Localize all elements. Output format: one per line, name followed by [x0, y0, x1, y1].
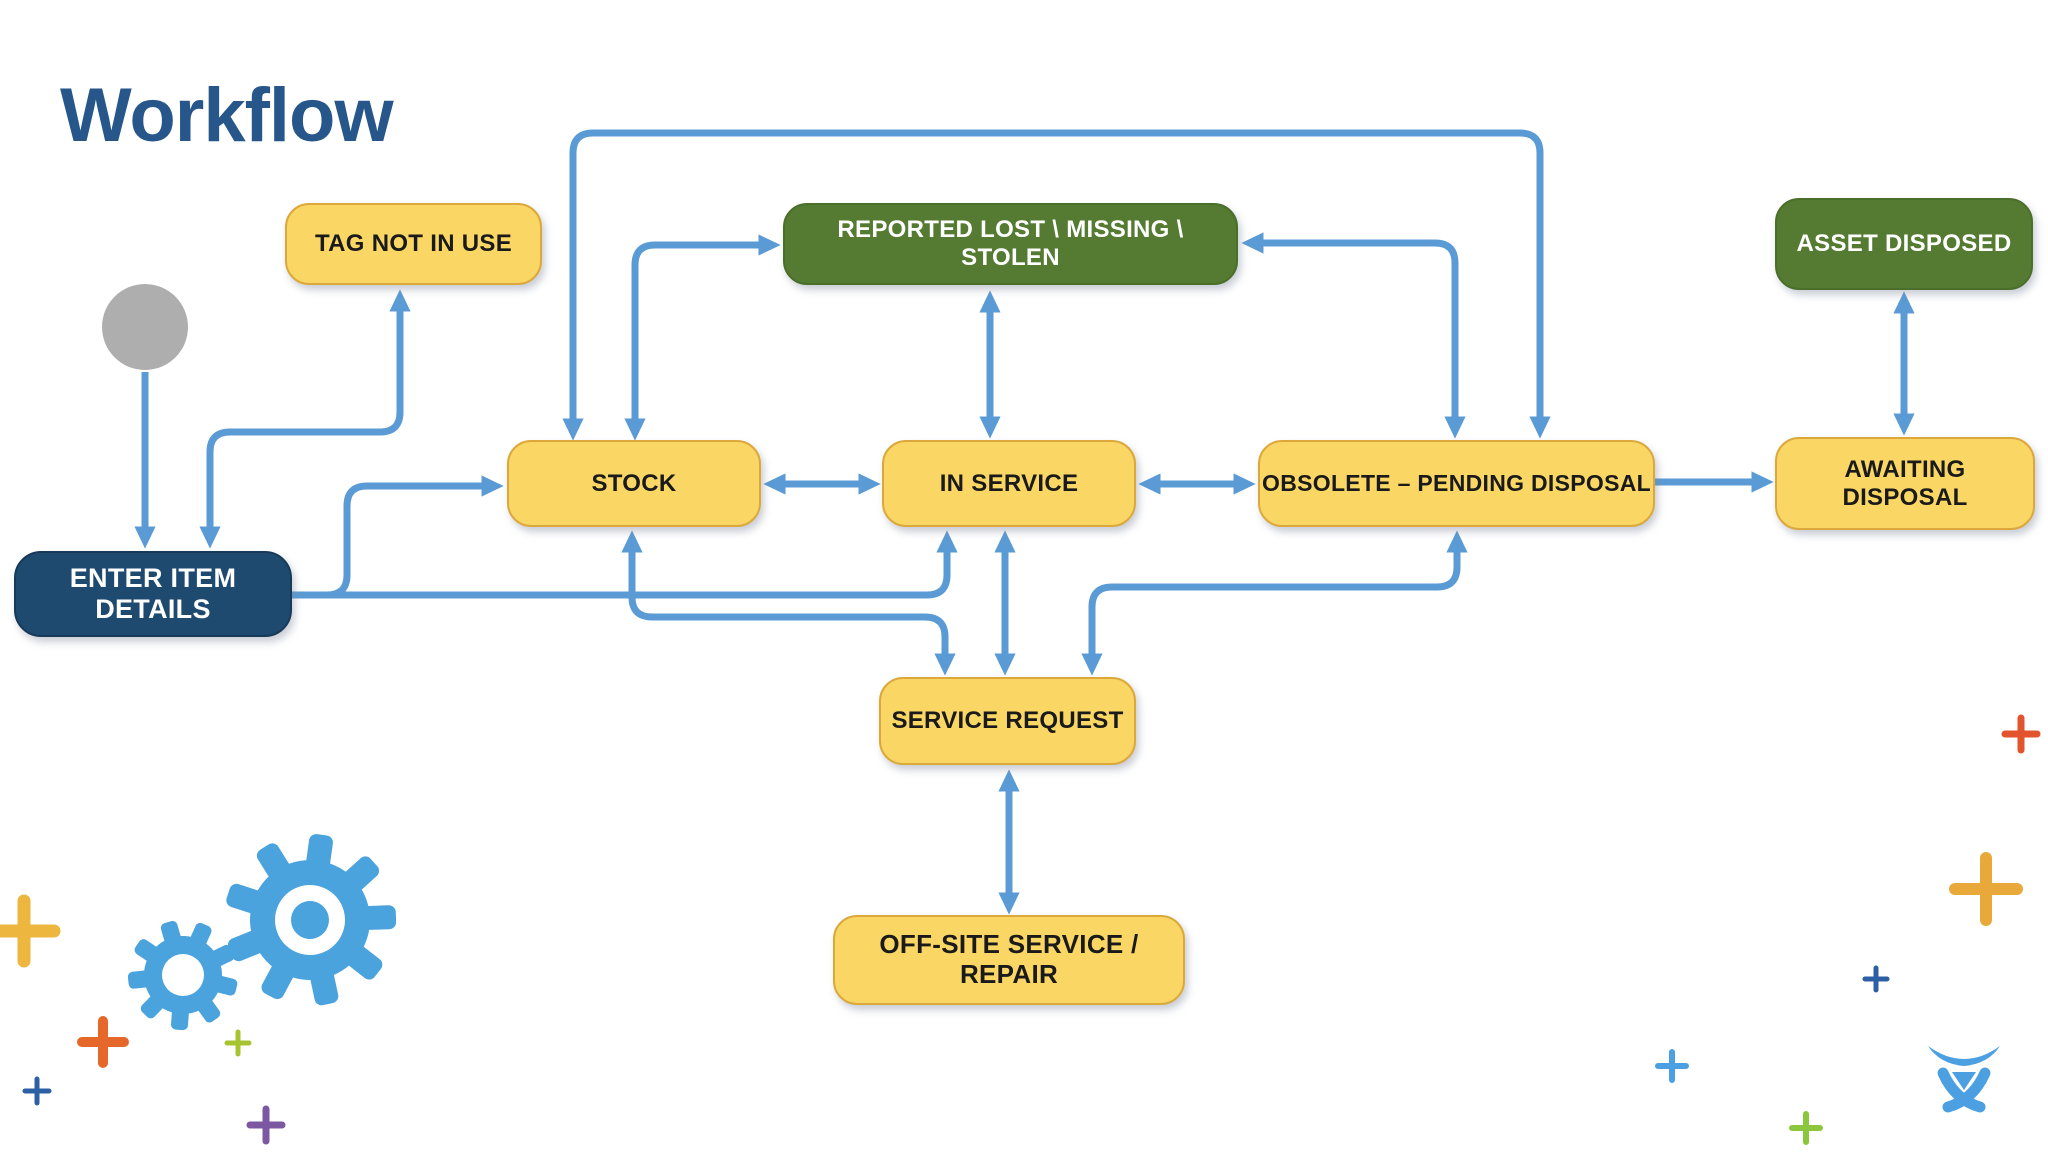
- arrow-stock-obsolete-top: [562, 129, 1551, 441]
- node-label: TAG NOT IN USE: [314, 230, 513, 258]
- atlassian-logo-icon: [1928, 1046, 2000, 1113]
- node-offsite-service-repair: OFF-SITE SERVICE / REPAIR: [833, 915, 1185, 1005]
- node-label: AWAITING DISPOSAL: [1842, 455, 1968, 511]
- arrow-enter-inservice: [292, 530, 958, 599]
- arrow-reported-obsolete: [1241, 232, 1466, 439]
- node-tag-not-in-use: TAG NOT IN USE: [285, 203, 542, 285]
- node-enter-item-details: ENTER ITEM DETAILS: [14, 551, 292, 637]
- node-label: SERVICE REQUEST: [891, 707, 1124, 735]
- arrow-obsolete-servicerequest: [1081, 530, 1468, 676]
- node-label: OBSOLETE – PENDING DISPOSAL: [1262, 470, 1651, 497]
- node-service-request: SERVICE REQUEST: [879, 677, 1136, 765]
- node-stock: STOCK: [507, 440, 761, 527]
- arrow-stock-reported: [624, 234, 781, 441]
- node-awaiting-disposal: AWAITING DISPOSAL: [1775, 437, 2035, 530]
- node-label: ENTER ITEM DETAILS: [69, 562, 237, 624]
- node-obsolete-pending-disposal: OBSOLETE – PENDING DISPOSAL: [1258, 440, 1655, 527]
- node-asset-disposed: ASSET DISPOSED: [1775, 198, 2033, 290]
- plus-icons: [0, 714, 2041, 1145]
- node-reported-lost-missing-stolen: REPORTED LOST \ MISSING \ STOLEN: [783, 203, 1238, 285]
- node-label: OFF-SITE SERVICE / REPAIR: [879, 929, 1139, 989]
- page-title: Workflow: [60, 73, 394, 158]
- node-label: STOCK: [591, 469, 677, 497]
- node-label: IN SERVICE: [939, 469, 1079, 497]
- start-circle-node: [102, 284, 188, 370]
- arrow-enter-stock: [292, 475, 504, 599]
- arrow-stock-servicerequest: [621, 530, 956, 676]
- gears-icon: [127, 834, 397, 1031]
- node-label: ASSET DISPOSED: [1796, 230, 2012, 258]
- node-label: REPORTED LOST \ MISSING \ STOLEN: [837, 216, 1184, 271]
- node-in-service: IN SERVICE: [882, 440, 1136, 527]
- arrow-enter-tag: [199, 289, 411, 549]
